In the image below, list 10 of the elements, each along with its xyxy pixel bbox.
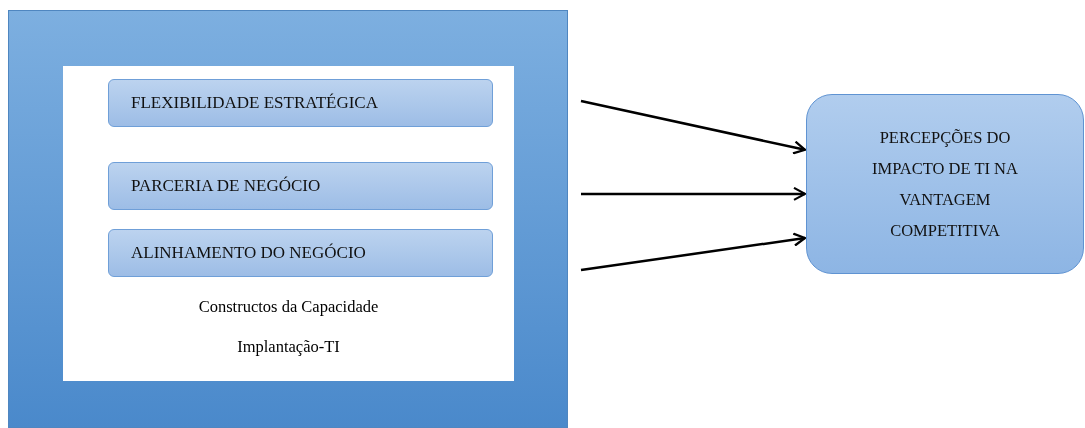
outcome-box: PERCEPÇÕES DO IMPACTO DE TI NA VANTAGEM COMPETITIVA [806, 94, 1084, 274]
construct-box: ALINHAMENTO DO NEGÓCIO [108, 229, 493, 277]
construct-box: PARCERIA DE NEGÓCIO [108, 162, 493, 210]
frame-background [8, 10, 568, 428]
arrow [580, 232, 807, 272]
panel-caption: Constructos da Capacidade Implantação-TI [197, 296, 380, 358]
arrow [581, 186, 807, 201]
construct-box: FLEXIBILIDADE ESTRATÉGICA [108, 79, 493, 127]
arrow [580, 99, 807, 155]
panel-background [63, 66, 514, 381]
